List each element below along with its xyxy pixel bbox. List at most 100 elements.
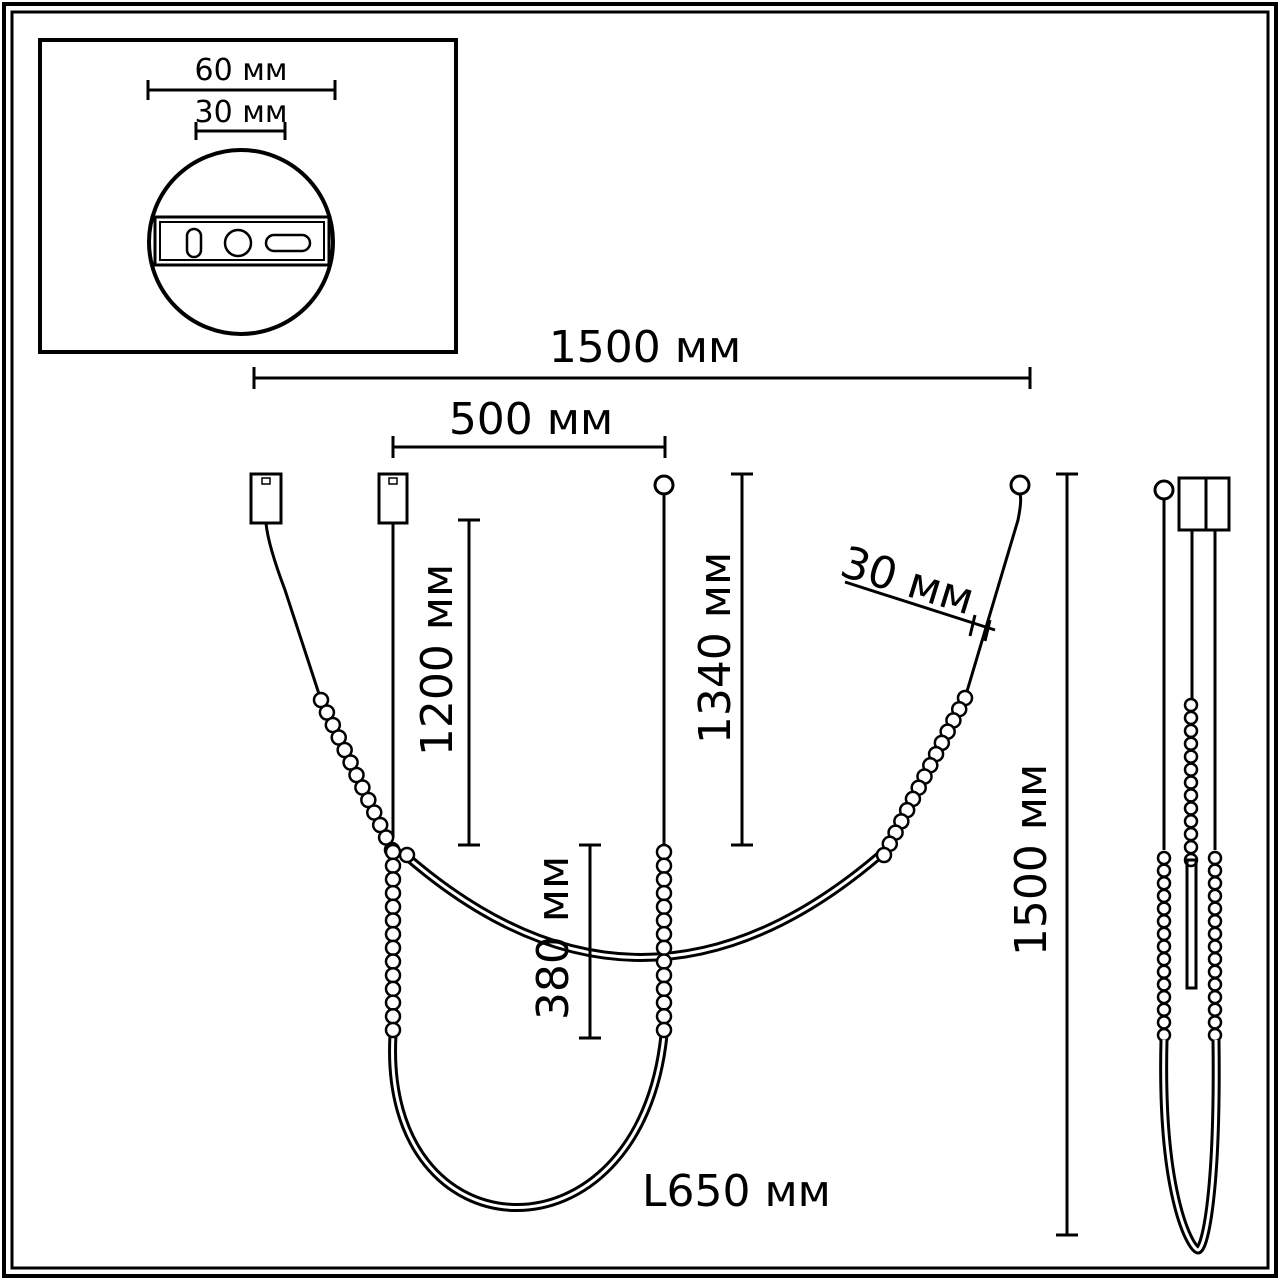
bead-side-left xyxy=(1156,901,1172,916)
plate-slot-horizontal xyxy=(264,233,312,253)
side-canopy xyxy=(1177,476,1231,532)
canopy-circle xyxy=(147,148,335,336)
bead-middle-vertical xyxy=(384,1021,402,1039)
dim-l650: L650 мм xyxy=(642,1166,831,1217)
inset-dim-60: 60 мм xyxy=(195,53,288,88)
mounting-plate xyxy=(153,215,331,267)
side-loop-inner xyxy=(1162,1039,1218,1252)
bead-side-left xyxy=(1156,939,1172,954)
bead-center-vertical xyxy=(655,898,673,916)
bead-side-center xyxy=(1183,723,1199,739)
bead-side-right xyxy=(1207,863,1223,878)
bead-arc-start xyxy=(398,846,416,864)
side-end-cap xyxy=(1153,479,1175,501)
dim-1500-width: 1500 мм xyxy=(549,322,741,373)
bead-side-right xyxy=(1207,951,1223,967)
bead-center-vertical xyxy=(655,843,673,861)
plate-slot-vertical xyxy=(185,227,203,259)
bead-middle-vertical xyxy=(384,966,402,984)
bead-side-right xyxy=(1207,1002,1223,1017)
bead-middle-vertical xyxy=(384,871,402,888)
bead-center-vertical xyxy=(655,994,673,1011)
bead-side-left xyxy=(1156,964,1172,980)
loop-inner xyxy=(391,1034,666,1209)
bead-side-center xyxy=(1183,788,1199,803)
inner-frame xyxy=(10,10,1270,1270)
bead-side-left xyxy=(1156,977,1172,992)
bead-middle-vertical xyxy=(384,994,402,1011)
loop-outer xyxy=(388,1034,669,1212)
bead-right-diagonal xyxy=(875,846,893,864)
top-dimensions: 1500 мм 500 мм xyxy=(252,322,1032,458)
bead-middle-vertical xyxy=(384,925,402,943)
end-cap-right xyxy=(1009,474,1031,496)
bead-side-left xyxy=(1156,876,1172,891)
bead-side-right xyxy=(1207,989,1223,1005)
bead-side-left xyxy=(1156,888,1172,904)
bead-side-center xyxy=(1183,801,1199,816)
bead-middle-vertical xyxy=(384,912,402,929)
bead-center-vertical xyxy=(655,1008,673,1025)
wire-left xyxy=(264,522,322,698)
inset-dim-30: 30 мм xyxy=(195,95,288,130)
canopy-inset: 60 мм 30 мм xyxy=(38,38,458,354)
bead-center-vertical xyxy=(655,953,673,970)
dim-380: 380 мм xyxy=(528,856,579,1020)
bead-center-vertical xyxy=(655,1021,673,1039)
connectors xyxy=(249,472,1031,525)
bead-side-left xyxy=(1156,863,1172,878)
bead-side-right xyxy=(1207,1027,1223,1043)
connector-left xyxy=(249,472,283,525)
bead-side-right xyxy=(1207,876,1223,891)
bead-side-right xyxy=(1207,1015,1223,1030)
bead-side-left xyxy=(1156,989,1172,1005)
bead-middle-vertical xyxy=(384,980,402,998)
bead-center-vertical xyxy=(655,939,673,957)
bead-side-right xyxy=(1207,850,1223,866)
bead-middle-vertical xyxy=(384,843,402,861)
bead-side-left xyxy=(1156,1015,1172,1030)
bead-side-left xyxy=(1156,1002,1172,1017)
bead-side-left xyxy=(1156,1027,1172,1043)
bead-side-right xyxy=(1207,977,1223,992)
bead-side-center xyxy=(1183,814,1199,829)
bead-side-right xyxy=(1207,888,1223,904)
connector-middle xyxy=(377,472,409,525)
big-arc-inner xyxy=(404,853,881,959)
bead-middle-vertical xyxy=(384,884,402,902)
dim-1200: 1200 мм xyxy=(412,564,463,756)
bead-center-vertical xyxy=(655,884,673,902)
bead-side-left xyxy=(1156,850,1172,866)
dim-1340: 1340 мм xyxy=(690,552,741,744)
bead-center-vertical xyxy=(655,871,673,888)
plate-hole xyxy=(223,228,253,258)
bead-center-vertical xyxy=(655,857,673,874)
bead-side-center xyxy=(1183,736,1199,751)
bead-side-center xyxy=(1183,697,1199,713)
bead-middle-vertical xyxy=(384,1008,402,1025)
bead-side-right xyxy=(1207,939,1223,954)
light-strands xyxy=(264,493,1023,1212)
dimline-30 xyxy=(844,580,996,632)
bead-side-center xyxy=(1183,762,1199,777)
bead-middle-vertical xyxy=(384,939,402,957)
vertical-dimensions: 1200 мм 1340 мм 380 мм 1500 мм xyxy=(412,472,1078,1237)
wire-right xyxy=(963,493,1023,699)
bead-dimension: 30 мм xyxy=(835,537,996,642)
bead-side-center xyxy=(1183,839,1199,855)
bead-side-center xyxy=(1183,749,1199,764)
bead-side-left xyxy=(1156,926,1172,942)
beads xyxy=(312,689,1223,1043)
bead-side-center xyxy=(1183,826,1199,842)
bead-middle-vertical xyxy=(384,857,402,874)
bead-side-right xyxy=(1207,913,1223,929)
bead-side-center xyxy=(1183,710,1199,726)
bead-side-left xyxy=(1156,951,1172,967)
bead-side-right xyxy=(1207,901,1223,916)
bead-side-left xyxy=(1156,913,1172,929)
bead-middle-vertical xyxy=(384,953,402,970)
dim-1500-height: 1500 мм xyxy=(1006,764,1057,956)
